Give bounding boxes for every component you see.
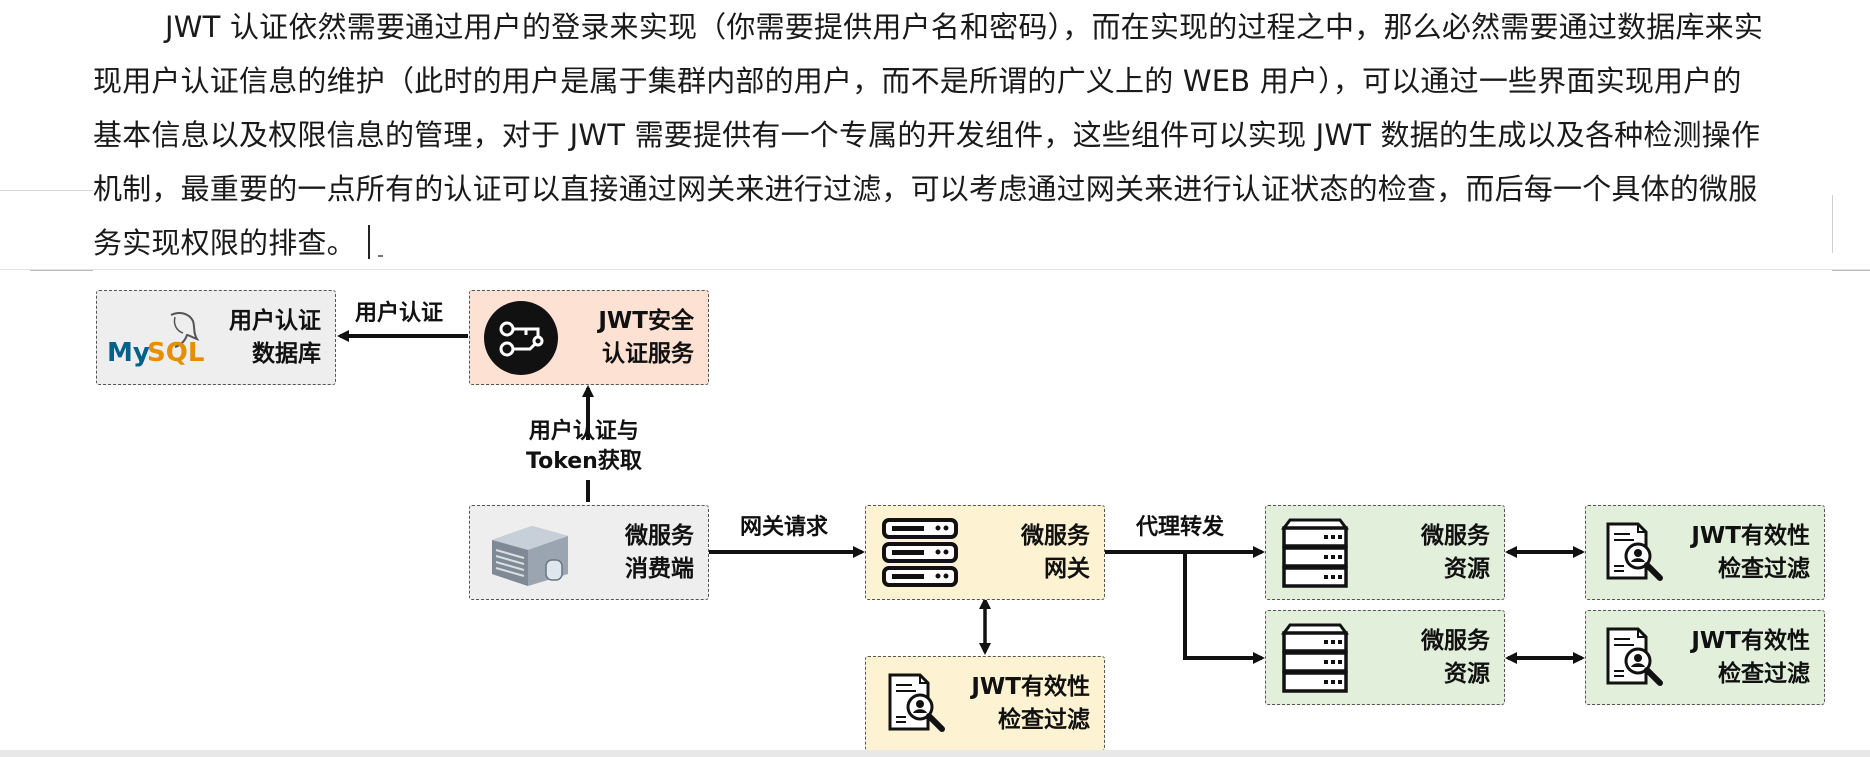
node-gateway-filter-label: JWT有效性 检查过滤 <box>971 673 1090 733</box>
node-jwt-service[interactable]: JWT安全 认证服务 <box>469 290 709 385</box>
edge-label-auth-token: 用户认证与 Token获取 <box>526 419 642 474</box>
document-user-search-icon <box>1602 625 1668 691</box>
document-user-search-icon <box>1602 520 1668 586</box>
page-right-corner <box>1832 270 1870 283</box>
node-gateway-filter[interactable]: JWT有效性 检查过滤 <box>865 656 1105 751</box>
text-cursor <box>367 225 370 259</box>
node-filter-1-label: JWT有效性 检查过滤 <box>1691 522 1810 582</box>
node-consumer-label: 微服务 消费端 <box>625 522 694 582</box>
node-resource-1-label: 微服务 资源 <box>1421 522 1490 582</box>
server-rack-icon <box>1280 619 1350 697</box>
page-left-corner <box>30 270 93 283</box>
edge-label-auth: 用户认证 <box>355 301 444 326</box>
node-mysql-label: 用户认证 数据库 <box>229 307 321 367</box>
paragraph-line-1: JWT 认证依然需要通过用户的登录来实现（你需要提供用户名和密码），而在实现的过… <box>165 10 1764 44</box>
body-paragraph[interactable]: JWT 认证依然需要通过用户的登录来实现（你需要提供用户名和密码），而在实现的过… <box>93 0 1833 270</box>
node-jwt-service-label: JWT安全 认证服务 <box>598 307 694 367</box>
node-mysql[interactable]: My SQL 用户认证 数据库 <box>96 290 336 385</box>
node-resource-1[interactable]: 微服务 资源 <box>1265 505 1505 600</box>
paragraph-mark <box>377 255 383 257</box>
node-resource-2-label: 微服务 资源 <box>1421 627 1490 687</box>
paragraph-line-2: 现用户认证信息的维护（此时的用户是属于集群内部的用户，而不是所谓的广义上的 WE… <box>93 64 1742 98</box>
page-right-margin <box>1832 195 1833 253</box>
edge-label-proxy-forward: 代理转发 <box>1136 515 1225 540</box>
node-filter-2[interactable]: JWT有效性 检查过滤 <box>1585 610 1825 705</box>
mysql-logo-my: My <box>107 338 150 368</box>
paragraph-line-5: 务实现权限的排查。 <box>93 216 1833 270</box>
edge-label-gateway-request: 网关请求 <box>740 515 829 540</box>
mysql-logo-sql: SQL <box>147 338 204 368</box>
window-bottom-strip <box>0 750 1870 757</box>
node-filter-1[interactable]: JWT有效性 检查过滤 <box>1585 505 1825 600</box>
document-user-search-icon <box>884 671 950 737</box>
node-filter-2-label: JWT有效性 检查过滤 <box>1691 627 1810 687</box>
server-tower-icon <box>484 520 574 588</box>
node-consumer[interactable]: 微服务 消费端 <box>469 505 709 600</box>
key-network-icon <box>482 299 560 377</box>
node-resource-2[interactable]: 微服务 资源 <box>1265 610 1505 705</box>
paragraph-line-4: 机制，最重要的一点所有的认证可以直接通过网关来进行过滤，可以考虑通过网关来进行认… <box>93 172 1758 206</box>
mysql-dolphin-icon: My SQL <box>105 305 215 371</box>
paragraph-line-3: 基本信息以及权限信息的管理，对于 JWT 需要提供有一个专属的开发组件，这些组件… <box>93 118 1761 152</box>
node-gateway-label: 微服务 网关 <box>1021 522 1090 582</box>
page-top-rule <box>0 190 93 191</box>
node-gateway[interactable]: 微服务 网关 <box>865 505 1105 600</box>
arrow-gateway-to-resource-2 <box>1183 552 1265 664</box>
server-rack-icon <box>1280 514 1350 592</box>
server-rack-icon <box>880 516 960 590</box>
page-mid-rule <box>0 269 1870 270</box>
